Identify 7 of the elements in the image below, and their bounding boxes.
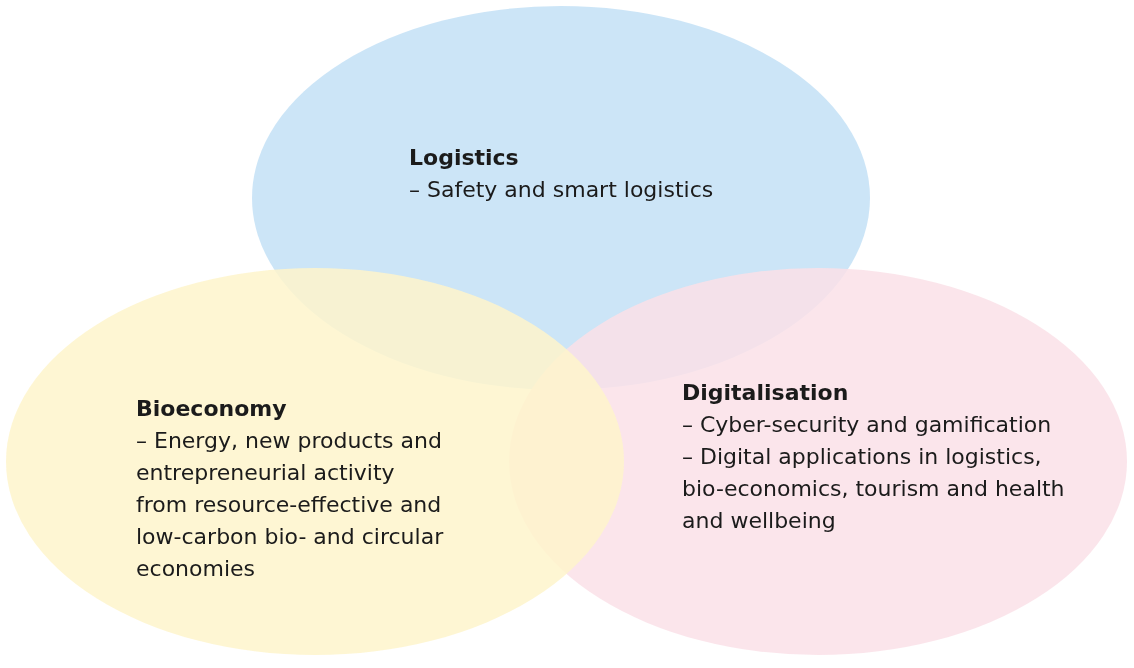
bullet-text: – Cyber-security and gamification [682,411,1053,439]
bullet-text: – Safety and smart logistics [409,176,715,204]
set-heading: Bioeconomy [136,395,288,423]
set-heading: Logistics [409,144,520,172]
bullet-text: – Digital applications in logistics, bio-economics, tourism and health and wellbeing [682,443,1066,535]
bullet-text: – Energy, new products and entrepreneurial activity from resource-effective and low-carbon bio- and circular economies [136,427,445,583]
set-heading: Digitalisation [682,379,850,407]
